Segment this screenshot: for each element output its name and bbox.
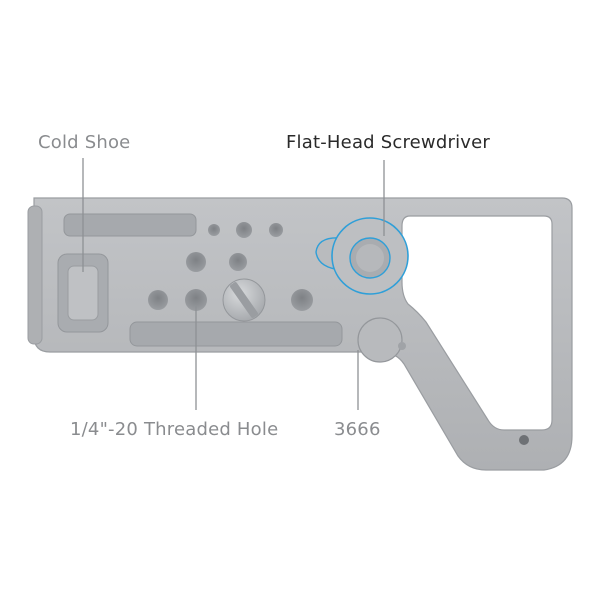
center-screw-slot: [230, 282, 258, 318]
hole-small-2: [236, 222, 252, 238]
hole-threaded-2: [185, 289, 207, 311]
hole-threaded-3: [291, 289, 313, 311]
pivot-knob: [357, 317, 403, 363]
hole-upper-mid: [229, 253, 247, 271]
pivot-knob-dot: [398, 342, 406, 350]
hole-small-1: [208, 224, 220, 236]
callout-model-number: 3666: [334, 419, 381, 440]
grip-hole: [519, 435, 529, 445]
bottom-slot: [129, 321, 343, 347]
callout-cold-shoe: Cold Shoe: [38, 132, 131, 153]
hole-upper-left: [186, 252, 206, 272]
top-slot: [63, 213, 197, 237]
left-rail: [27, 205, 43, 345]
cold-shoe-inner: [67, 265, 99, 321]
callout-screwdriver: Flat-Head Screwdriver: [286, 132, 491, 153]
hole-small-3: [269, 223, 283, 237]
callout-threaded-hole: 1/4"-20 Threaded Hole: [70, 419, 279, 440]
screwdriver-center: [356, 244, 384, 272]
hole-threaded-1: [148, 290, 168, 310]
